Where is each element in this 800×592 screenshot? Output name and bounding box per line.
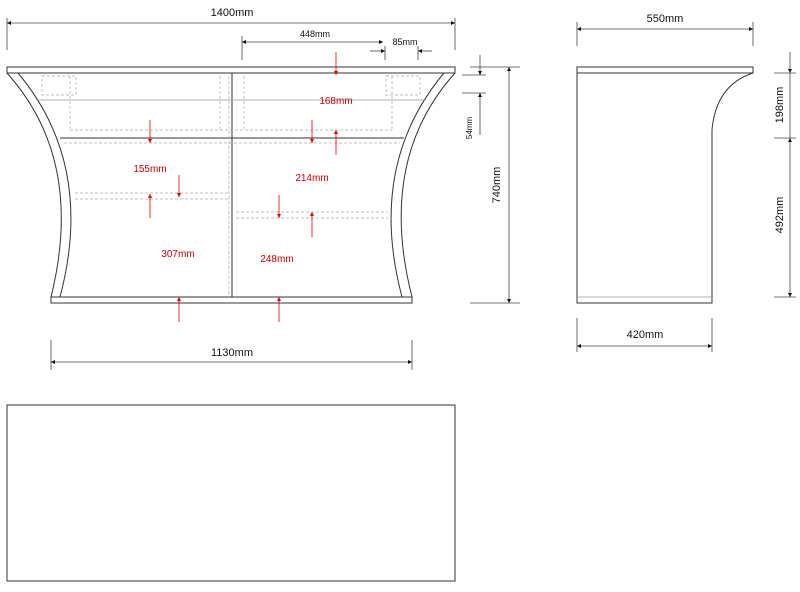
dim-base-width: 1130mm <box>211 347 253 359</box>
dim-overall-height: 740mm <box>491 167 503 204</box>
dim-right-lower: 248mm <box>260 254 293 265</box>
dim-drawer-width: 448mm <box>300 29 330 39</box>
left-side-inner <box>17 72 72 298</box>
left-side-outer <box>6 72 62 298</box>
top-view <box>6 404 456 582</box>
side-view: 550mm 420mm 198mm 492mm <box>576 13 796 352</box>
dim-top-offset: 54mm <box>465 117 474 140</box>
front-view: 168mm 155mm 214mm 307mm 248mm 1400mm 448… <box>6 7 520 370</box>
dim-curve-height: 198mm <box>774 87 786 124</box>
front-base-slab <box>50 296 413 304</box>
front-top-slab <box>6 66 456 74</box>
right-side-outer <box>400 72 456 298</box>
dim-right-upper: 214mm <box>295 173 328 184</box>
red-dimension-arrows <box>148 52 338 322</box>
hidden-lines <box>41 75 421 295</box>
dim-top-depth: 550mm <box>647 13 684 25</box>
dim-left-upper: 155mm <box>133 164 166 175</box>
right-side-inner <box>390 72 445 298</box>
dim-left-lower: 307mm <box>161 249 194 260</box>
dim-overall-width: 1400mm <box>211 7 254 19</box>
dim-lower-height: 492mm <box>774 197 786 234</box>
dim-side-offset: 85mm <box>392 37 417 47</box>
side-top-slab <box>576 66 754 74</box>
dim-base-depth: 420mm <box>627 329 664 341</box>
side-body <box>576 72 754 304</box>
dim-top-drawer: 168mm <box>319 96 352 107</box>
